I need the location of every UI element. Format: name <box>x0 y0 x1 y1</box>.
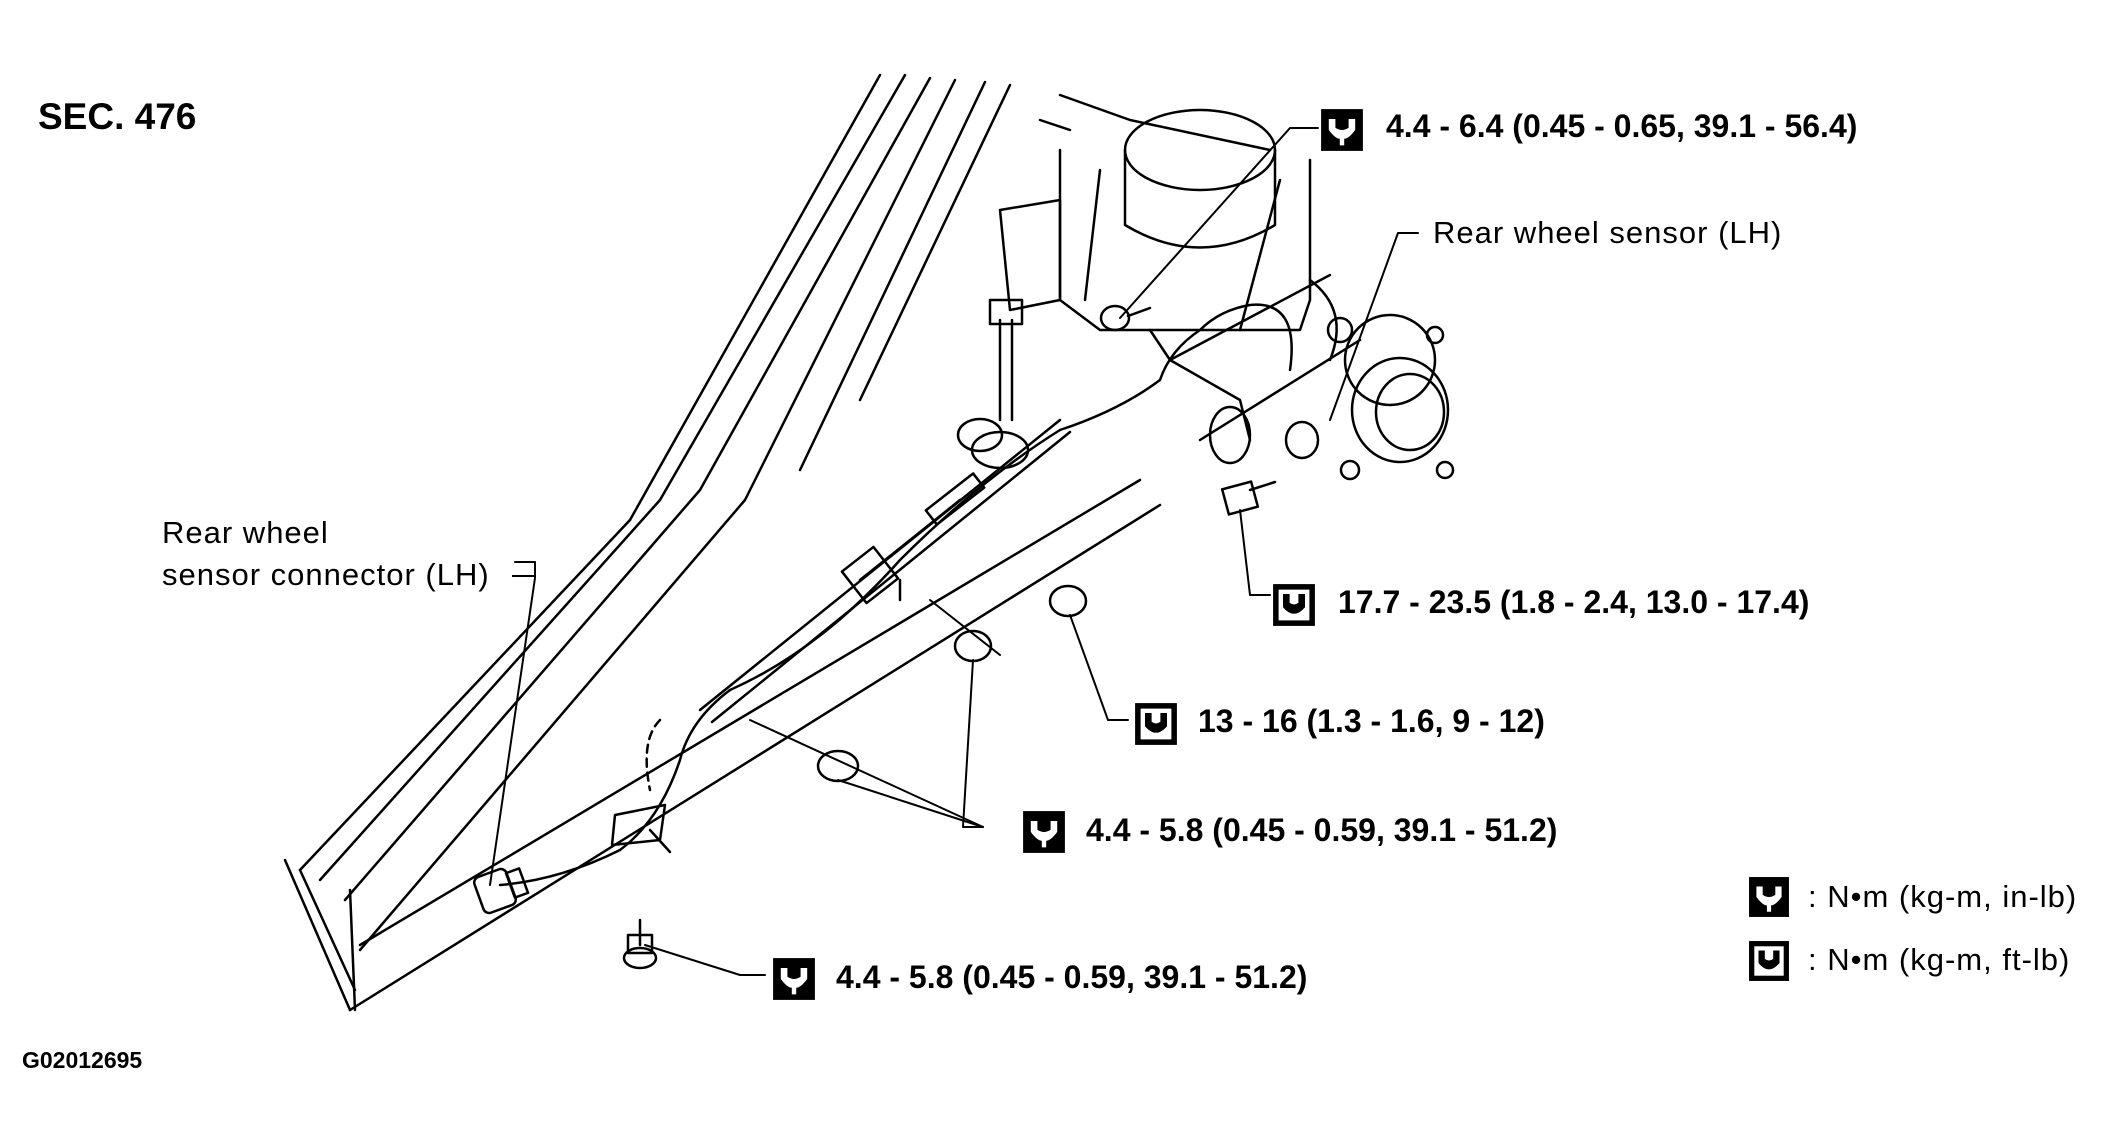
torque-wrench-filled-icon <box>772 957 816 1001</box>
leader-lines <box>489 127 1419 976</box>
brake-tube <box>698 418 1072 724</box>
fasteners <box>622 304 1320 970</box>
torque-wrench-filled-icon <box>1022 810 1066 854</box>
section-label: SEC. 476 <box>38 96 197 137</box>
torque-wrench-outline-icon <box>1272 583 1316 627</box>
connector-label-line2: sensor connector (LH) <box>162 557 490 592</box>
legend-ft-lb: : N•m (kg-m, ft-lb) <box>1808 942 2071 977</box>
legend-torque-wrench-outline-icon <box>1748 940 1790 982</box>
torque-wrench-outline-icon <box>1134 702 1178 746</box>
torque-wrench-filled-icon <box>1320 108 1364 152</box>
legend-torque-wrench-filled-icon <box>1748 876 1790 918</box>
sensor-cable <box>498 303 1293 887</box>
torque-spec-bolt-right: 17.7 - 23.5 (1.8 - 2.4, 13.0 - 17.4) <box>1338 584 1810 620</box>
torque-spec-bolt-bottom: 4.4 - 5.8 (0.45 - 0.59, 39.1 - 51.2) <box>836 959 1308 995</box>
torque-spec-top: 4.4 - 6.4 (0.45 - 0.65, 39.1 - 56.4) <box>1386 108 1858 144</box>
figure-id: G02012695 <box>22 1047 143 1073</box>
harness-bracket <box>610 803 672 854</box>
side-member <box>283 73 1272 1012</box>
connector-label-line1: Rear wheel <box>162 515 329 550</box>
torque-spec-nut-upper: 13 - 16 (1.3 - 1.6, 9 - 12) <box>1198 703 1545 739</box>
link-rod <box>956 298 1030 470</box>
connector-leader-tick <box>512 575 535 577</box>
axle-tube <box>1168 273 1455 481</box>
rear-wheel-sensor-label: Rear wheel sensor (LH) <box>1433 215 1783 250</box>
legend-in-lb: : N•m (kg-m, in-lb) <box>1808 879 2078 914</box>
axle-housing <box>998 108 1312 442</box>
torque-spec-nuts-lower: 4.4 - 5.8 (0.45 - 0.59, 39.1 - 51.2) <box>1086 812 1558 848</box>
sensor-connector <box>472 867 530 915</box>
